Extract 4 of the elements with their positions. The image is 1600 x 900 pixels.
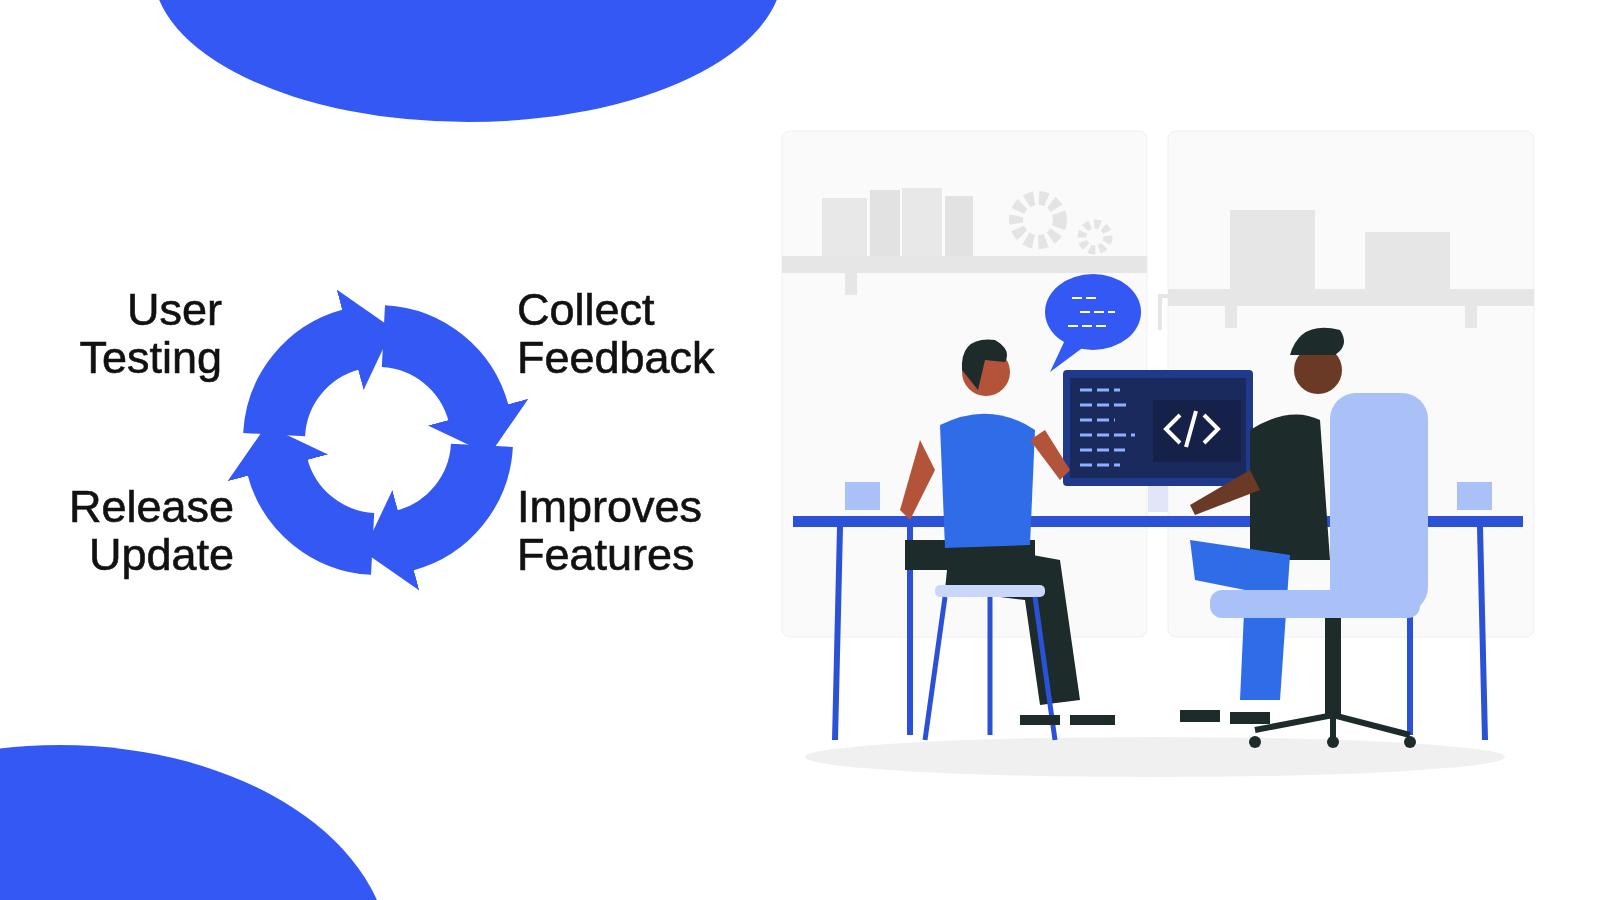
stage-label: Improves Features xyxy=(517,483,704,579)
stage-label: Collect Feedback xyxy=(517,286,716,382)
stage-label: User Testing xyxy=(78,286,222,382)
stage-label: Release Update xyxy=(67,483,234,579)
